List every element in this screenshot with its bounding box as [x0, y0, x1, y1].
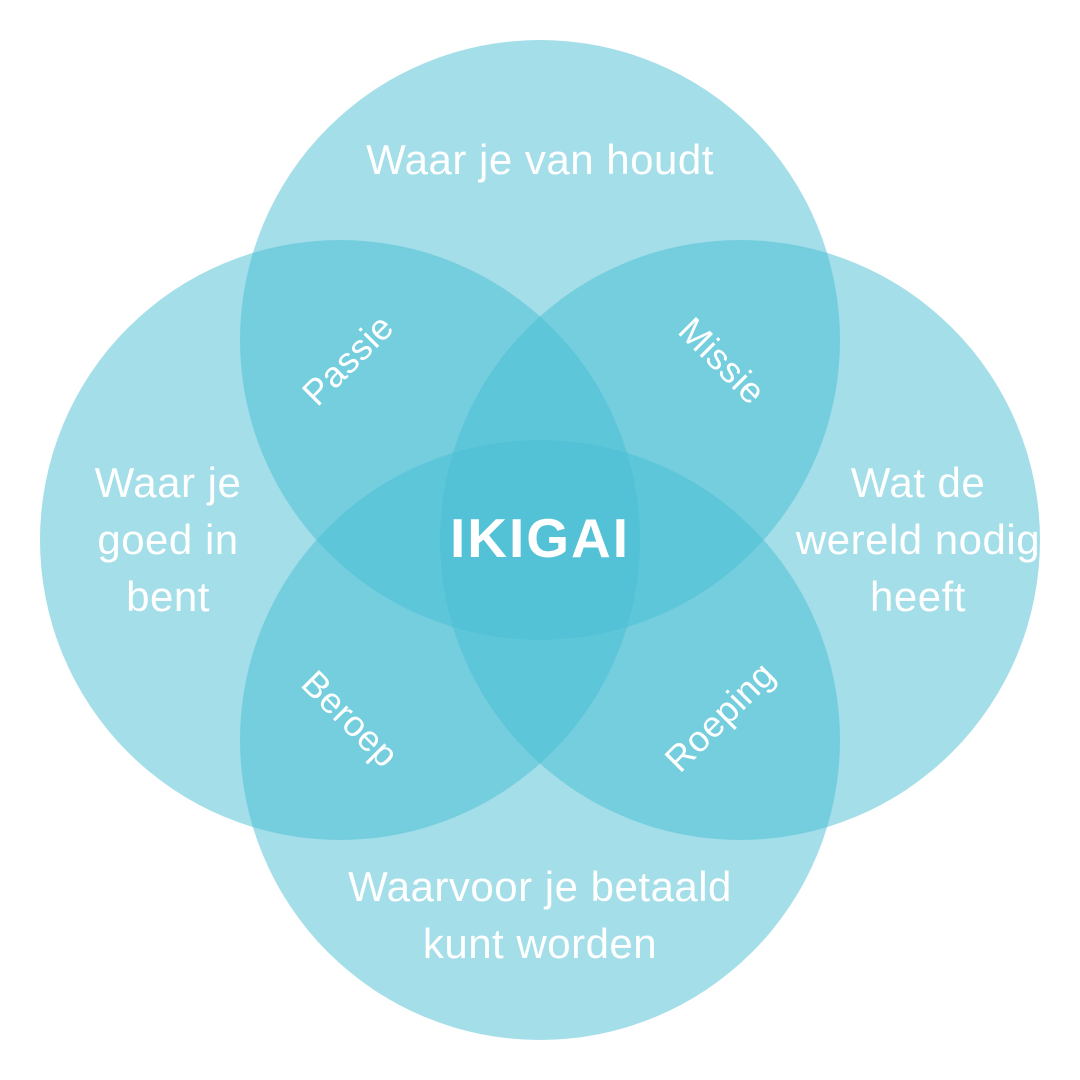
label-right-circle: Wat de wereld nodig heeft: [778, 454, 1058, 625]
label-top-circle: Waar je van houdt: [240, 131, 840, 188]
label-left-line-1: Waar je: [94, 459, 242, 506]
center-title: IKIGAI: [449, 507, 631, 569]
label-right-line-2: wereld nodig: [795, 516, 1041, 563]
circle-what-you-get-paid-for: [240, 440, 840, 1040]
label-right-line-1: Wat de: [850, 459, 986, 506]
label-bottom-line-1: Waarvoor je betaald: [348, 863, 732, 910]
label-right-line-3: heeft: [870, 573, 966, 620]
label-left-circle: Waar je goed in bent: [28, 454, 308, 625]
label-bottom-circle: Waarvoor je betaald kunt worden: [240, 858, 840, 972]
label-bottom-line-2: kunt worden: [422, 920, 658, 967]
label-top-line: Waar je van houdt: [366, 136, 714, 183]
label-left-line-3: bent: [126, 573, 210, 620]
label-left-line-2: goed in: [97, 516, 239, 563]
